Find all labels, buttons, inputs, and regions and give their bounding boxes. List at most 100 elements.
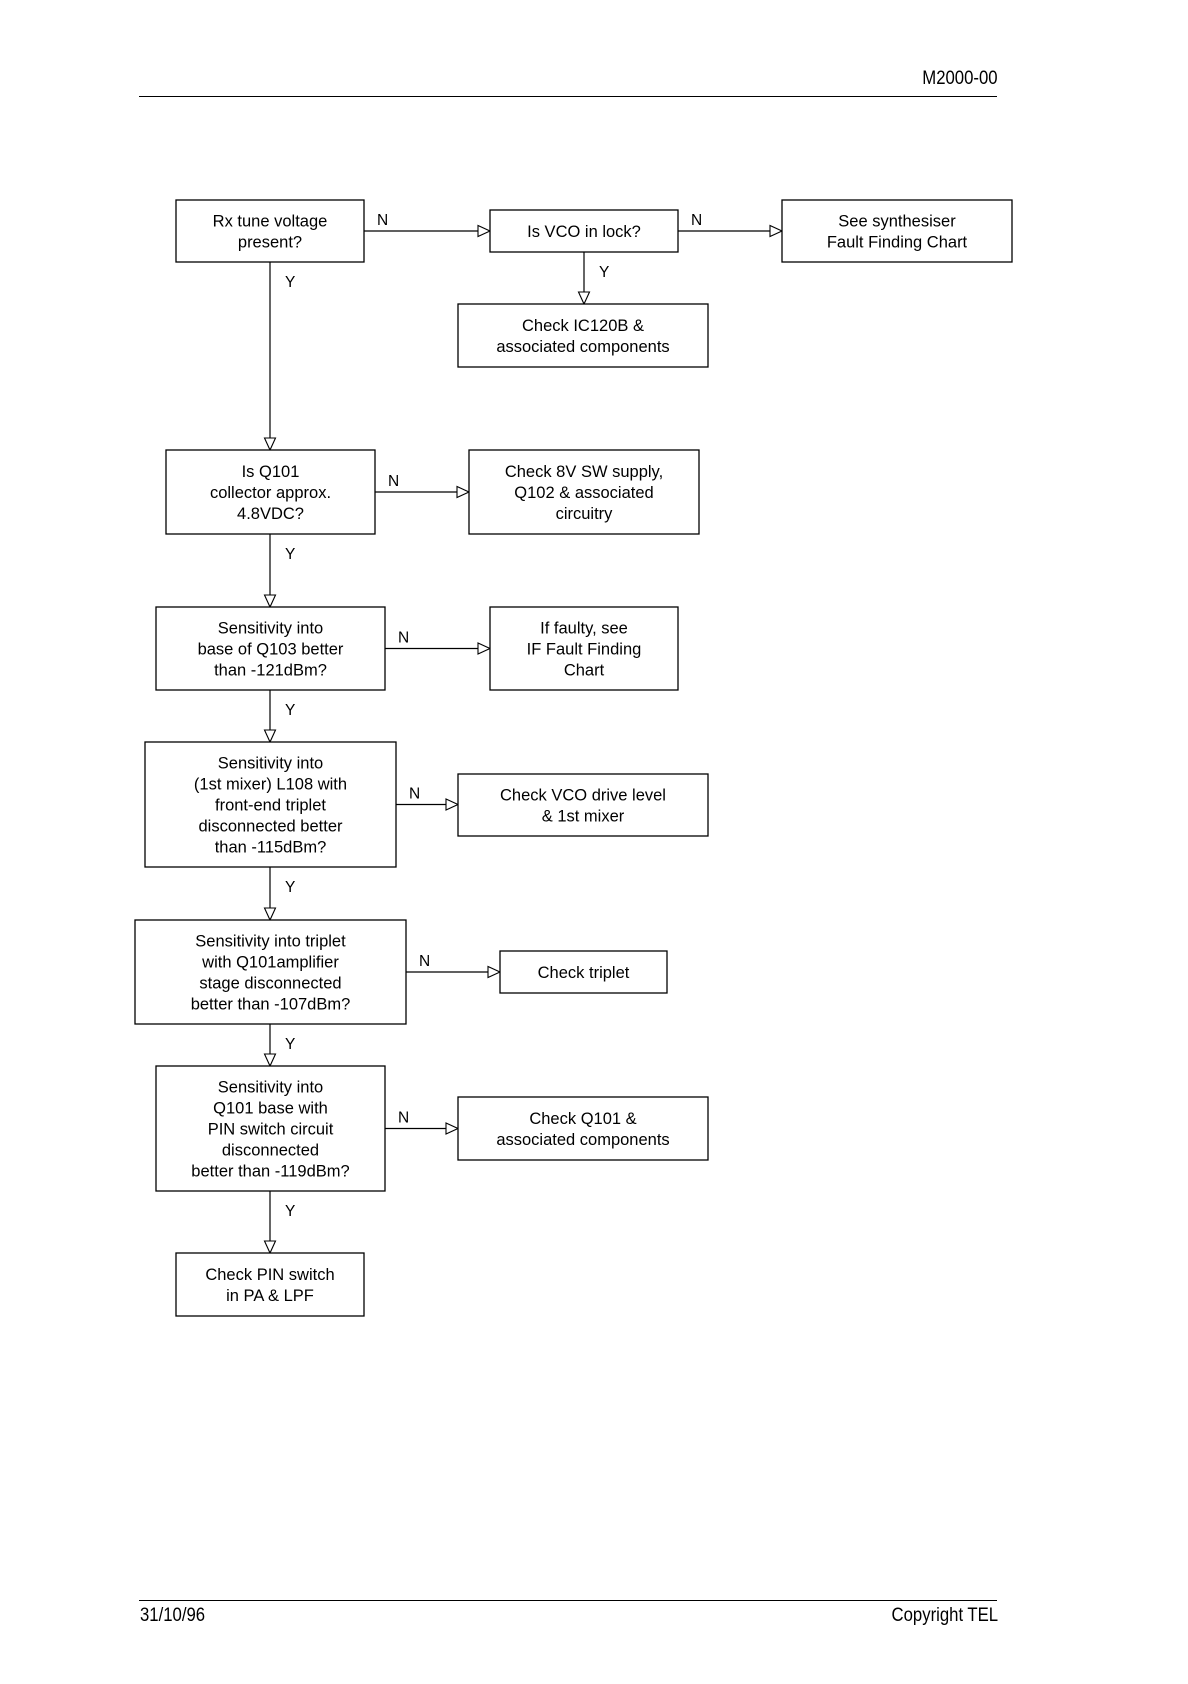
edge-sens-l108-to-vco-drive: N	[396, 786, 460, 811]
node-text-line: stage disconnected	[199, 975, 341, 993]
node-text-line: disconnected	[222, 1142, 319, 1160]
node-box	[165, 449, 376, 535]
edge-label: N	[388, 473, 399, 490]
arrowhead	[263, 594, 277, 609]
edge-q101-collector-to-sens-q103: Y	[263, 534, 295, 609]
node-box	[489, 606, 679, 691]
node-text-line: 4.8VDC?	[237, 505, 304, 523]
edge-label: Y	[285, 1203, 295, 1220]
edge-label: Y	[285, 546, 295, 563]
node-text-line: associated components	[496, 338, 669, 356]
arrowhead	[577, 291, 591, 306]
footer-rule	[139, 1600, 997, 1601]
flowchart-edges: N N Y Y N Y N Y N Y N Y N Y	[263, 212, 784, 1255]
footer-date: 31/10/96	[140, 1605, 206, 1626]
node-text-line: Sensitivity into	[218, 755, 323, 773]
node-text-line: Q101 base with	[213, 1100, 328, 1118]
node-text-line: Sensitivity into triplet	[195, 933, 346, 951]
node-text-line: in PA & LPF	[226, 1287, 314, 1305]
edge-sens-l108-to-sens-triplet: Y	[263, 867, 295, 922]
node-text-line: (1st mixer) L108 with	[194, 776, 347, 794]
arrowhead	[263, 907, 277, 922]
node-text-line: Is VCO in lock?	[527, 223, 641, 241]
arrowhead	[263, 729, 277, 744]
node-box	[499, 950, 668, 994]
arrowhead	[477, 642, 492, 655]
arrowhead	[263, 437, 277, 452]
edge-vco-lock-to-synth-chart: N	[678, 212, 784, 238]
node-sens-l108: Sensitivity into (1st mixer) L108 with fro…	[144, 741, 397, 868]
edge-sens-q101-base-to-pin-switch: Y	[263, 1191, 295, 1255]
node-text-line: Check IC120B &	[522, 317, 644, 335]
node-box	[457, 303, 709, 368]
node-text-line: & 1st mixer	[542, 808, 625, 826]
arrowhead	[769, 224, 784, 238]
edge-rx-tune-to-vco-lock: N	[364, 212, 492, 238]
node-sens-q103: Sensitivity into base of Q103 better than …	[155, 606, 386, 691]
node-box	[468, 449, 700, 535]
edge-label: N	[419, 953, 430, 970]
node-text-line: Check VCO drive level	[500, 787, 666, 805]
node-ic120b: Check IC120B & associated components	[457, 303, 709, 368]
node-text-line: If faulty, see	[540, 620, 628, 638]
node-box	[457, 773, 709, 837]
footer-copyright: Copyright TEL	[891, 1605, 998, 1626]
node-text-line: associated components	[496, 1131, 669, 1149]
arrowhead	[263, 1240, 277, 1255]
node-text-line: collector approx.	[210, 484, 331, 502]
edge-label: N	[409, 786, 420, 803]
arrowhead	[487, 965, 502, 979]
node-box	[175, 1252, 365, 1317]
node-text-line: front-end triplet	[215, 797, 326, 815]
node-text-line: than -121dBm?	[214, 662, 327, 680]
arrowhead	[445, 1122, 460, 1135]
node-text-line: present?	[238, 234, 302, 252]
node-text-line: Check Q101 &	[529, 1110, 636, 1128]
edge-rx-tune-to-q101-collector: Y	[263, 262, 295, 452]
node-text-line: Q102 & associated	[514, 484, 653, 502]
edge-label: N	[398, 1110, 409, 1127]
node-text-line: with Q101amplifier	[201, 954, 339, 972]
edge-sens-triplet-to-sens-q101-base: Y	[263, 1024, 295, 1068]
arrowhead	[456, 485, 471, 499]
edge-sens-q103-to-sens-l108: Y	[263, 690, 295, 744]
node-box	[155, 1065, 386, 1192]
node-sens-triplet: Sensitivity into triplet with Q101amplifi…	[134, 919, 407, 1025]
node-text-line: Sensitivity into	[218, 620, 323, 638]
node-box	[781, 199, 1013, 263]
edge-label: Y	[285, 274, 295, 291]
edge-label: N	[377, 212, 388, 229]
edge-sens-triplet-to-check-triplet: N	[406, 953, 502, 979]
node-text-line: Check 8V SW supply,	[505, 463, 663, 481]
node-text-line: better than -107dBm?	[191, 996, 351, 1014]
arrowhead	[263, 1053, 277, 1068]
node-box	[134, 919, 407, 1025]
node-box	[155, 606, 386, 691]
node-text-line: Check triplet	[538, 964, 630, 982]
node-check-triplet: Check triplet	[499, 950, 668, 994]
edge-label: Y	[285, 702, 295, 719]
arrowhead	[445, 798, 460, 811]
node-box	[144, 741, 397, 868]
document-id: M2000-00	[922, 68, 998, 89]
node-text-line: Chart	[564, 662, 605, 680]
edge-vco-lock-to-ic120b: Y	[577, 252, 609, 306]
node-pin-switch: Check PIN switch in PA & LPF	[175, 1252, 365, 1317]
edge-label: N	[398, 630, 409, 647]
node-vco-lock: Is VCO in lock?	[489, 209, 679, 253]
node-text-line: Check PIN switch	[205, 1266, 334, 1284]
edge-label: N	[691, 212, 702, 229]
node-text-line: disconnected better	[198, 818, 343, 836]
edge-label: Y	[285, 1036, 295, 1053]
node-box	[457, 1096, 709, 1161]
node-box	[175, 199, 365, 263]
edge-label: Y	[599, 264, 609, 281]
edge-sens-q101-base-to-check-q101: N	[385, 1110, 460, 1135]
node-text-line: circuitry	[556, 505, 614, 523]
node-text-line: base of Q103 better	[198, 641, 344, 659]
